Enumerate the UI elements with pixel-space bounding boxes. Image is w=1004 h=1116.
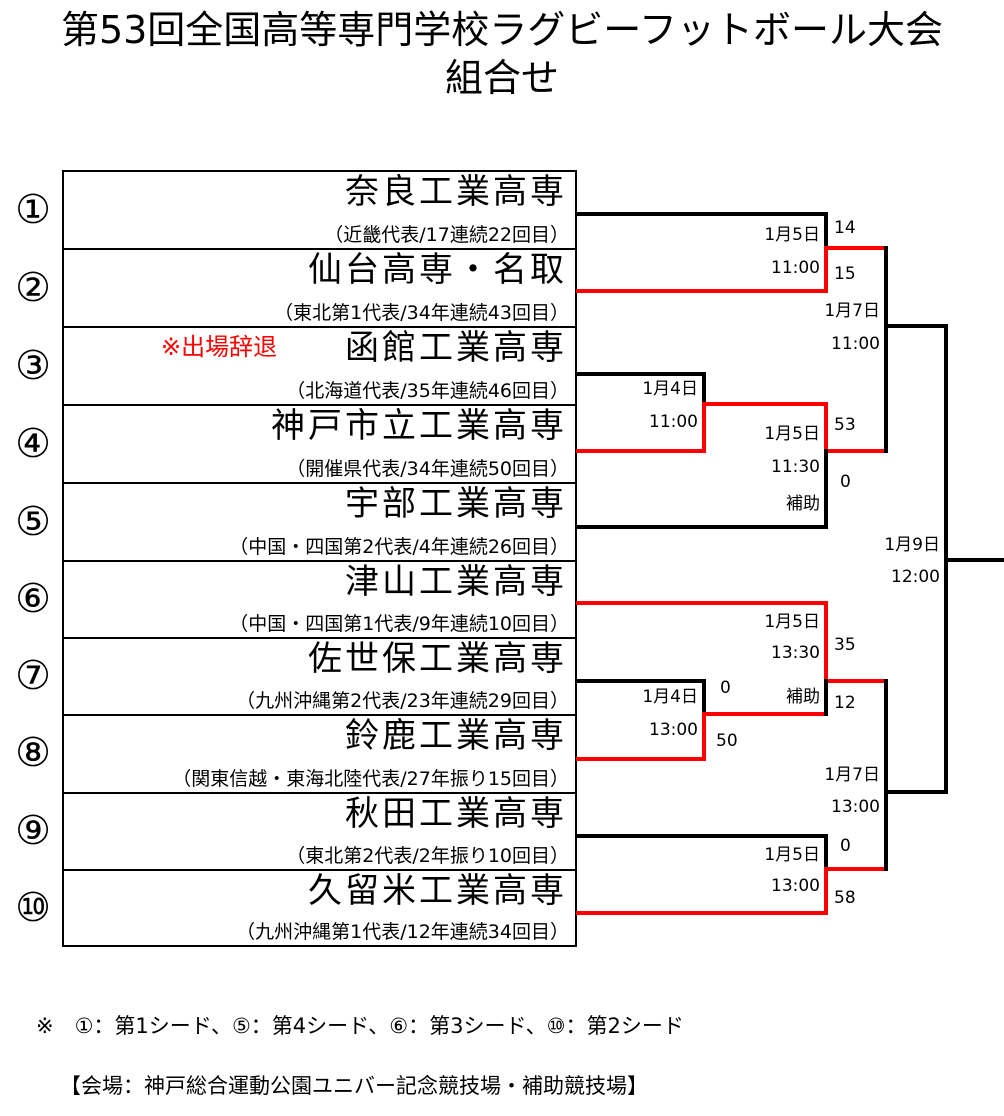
score: 50 (716, 731, 738, 751)
team-name: 奈良工業高専 (345, 172, 567, 212)
team-name: 津山工業高専 (345, 562, 567, 602)
team-name: 神戸市立工業高専 (271, 406, 567, 446)
score: 12 (834, 693, 856, 713)
team-box: 仙台高専・名取 （東北第1代表/34年連続43回目） (62, 248, 577, 326)
match-time: 13:00 (649, 720, 698, 740)
winner-line (576, 601, 888, 683)
score: 0 (720, 678, 731, 698)
team-number: ⑩ (15, 885, 51, 931)
team-box: 秋田工業高専 （東北第2代表/2年振り10回目） (62, 792, 577, 869)
winner-line (576, 246, 888, 293)
score: 0 (840, 472, 851, 492)
match-time: 13:00 (771, 876, 820, 896)
team-info: （中国・四国第2代表/4年連続26回目） (229, 536, 569, 558)
bracket-line (576, 212, 828, 250)
team-box: 鈴鹿工業高専 （関東信越・東海北陸代表/27年振り15回目） (62, 714, 577, 792)
score: 15 (834, 264, 856, 284)
team-box: ※出場辞退 函館工業高専 （北海道代表/35年連続46回目） (62, 326, 577, 404)
team-info: （開催県代表/34年連続50回目） (286, 458, 569, 480)
match-date: 1月4日 (642, 379, 698, 399)
team-box: 津山工業高専 （中国・四国第1代表/9年連続10回目） (62, 560, 577, 637)
team-number: ② (15, 265, 51, 311)
winner-line (746, 402, 888, 453)
match-date: 1月7日 (824, 301, 880, 321)
team-name: 仙台高専・名取 (308, 250, 567, 290)
page-title: 第53回全国高等専門学校ラグビーフットボール大会 (60, 8, 944, 52)
team-number: ⑤ (15, 499, 51, 545)
bracket-line (576, 372, 706, 406)
team-box: 奈良工業高専 （近畿代表/17連続22回目） (62, 170, 577, 248)
team-info: （北海道代表/35年連続46回目） (286, 380, 569, 402)
match-date: 1月9日 (884, 535, 940, 555)
team-number: ⑧ (15, 730, 51, 776)
match-time: 11:00 (649, 412, 698, 432)
team-box: 久留米工業高専 （九州沖縄第1代表/12年連続34回目） (62, 869, 577, 947)
page-subtitle: 組合せ (444, 56, 559, 100)
seed-note: ※ ①：第1シード、⑤：第4シード、⑥：第3シード、⑩：第2シード (36, 1014, 684, 1038)
team-info: （中国・四国第1代表/9年連続10回目） (229, 613, 569, 635)
team-name: 秋田工業高専 (345, 794, 567, 834)
team-info: （近畿代表/17連続22回目） (324, 224, 569, 246)
team-number: ⑨ (15, 808, 51, 854)
team-info: （関東信越・東海北陸代表/27年振り15回目） (172, 768, 569, 790)
team-number: ⑦ (15, 653, 51, 699)
match-venue: 補助 (786, 687, 820, 707)
score: 58 (834, 888, 856, 908)
score: 53 (834, 415, 856, 435)
match-time: 11:00 (831, 334, 880, 354)
bracket-line (576, 834, 828, 871)
score: 35 (834, 635, 856, 655)
match-date: 1月5日 (764, 612, 820, 632)
team-name: 函館工業高専 (345, 328, 567, 368)
team-number: ④ (15, 421, 51, 467)
team-name: 久留米工業高専 (308, 871, 567, 911)
score: 0 (840, 836, 851, 856)
team-box: 神戸市立工業高専 （開催県代表/34年連続50回目） (62, 404, 577, 482)
team-number: ③ (15, 343, 51, 389)
withdrawal-note: ※出場辞退 (161, 333, 278, 361)
team-number: ⑥ (15, 576, 51, 622)
score: 14 (834, 218, 856, 238)
winner-line (576, 712, 828, 761)
match-time: 13:00 (831, 797, 880, 817)
team-box: 佐世保工業高専 （九州沖縄第2代表/23年連続29回目） (62, 637, 577, 714)
team-name: 鈴鹿工業高専 (345, 716, 567, 756)
match-time: 13:30 (771, 643, 820, 663)
winner-line (576, 867, 888, 915)
match-date: 1月5日 (764, 845, 820, 865)
team-info: （九州沖縄第1代表/12年連続34回目） (236, 921, 569, 943)
bracket-line (576, 679, 706, 716)
team-box: 宇部工業高専 （中国・四国第2代表/4年連続26回目） (62, 482, 577, 560)
match-time: 12:00 (891, 567, 940, 587)
match-date: 1月5日 (764, 225, 820, 245)
match-time: 11:00 (771, 258, 820, 278)
match-venue: 補助 (786, 494, 820, 514)
venue-note: 【会場：神戸総合運動公園ユニバー記念競技場・補助競技場】 (60, 1074, 648, 1098)
winner-line (576, 402, 750, 453)
match-time: 11:30 (771, 457, 820, 477)
team-info: （九州沖縄第2代表/23年連続29回目） (236, 690, 569, 712)
match-date: 1月5日 (764, 424, 820, 444)
team-name: 宇部工業高専 (345, 484, 567, 524)
team-info: （東北第1代表/34年連続43回目） (274, 302, 569, 324)
match-date: 1月4日 (642, 687, 698, 707)
team-number: ① (15, 187, 51, 233)
bracket-line (576, 449, 828, 529)
team-name: 佐世保工業高専 (308, 639, 567, 679)
team-info: （東北第2代表/2年振り10回目） (286, 845, 569, 867)
match-date: 1月7日 (824, 765, 880, 785)
